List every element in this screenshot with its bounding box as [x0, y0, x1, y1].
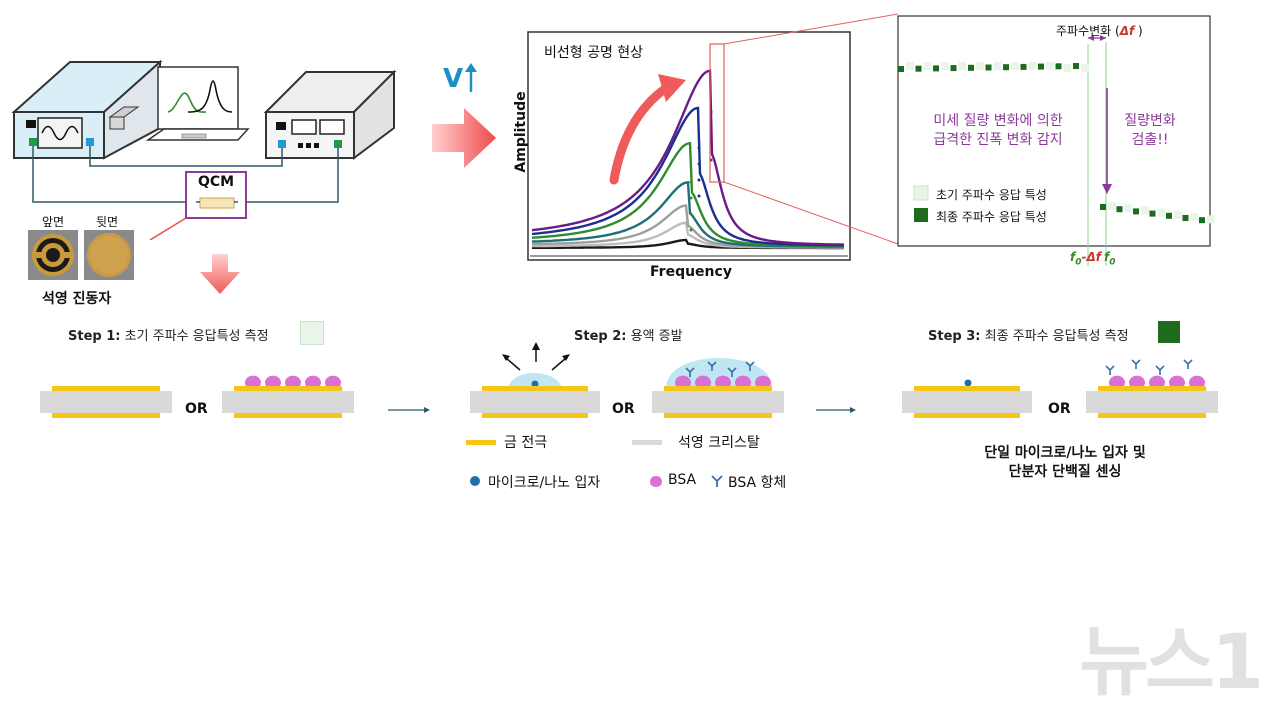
detect-text: 미세 질량 변화에 의한 급격한 진폭 변화 감지	[933, 113, 1063, 148]
final-point	[1055, 63, 1062, 70]
initial-point	[1011, 62, 1019, 70]
quartz-resonators	[28, 230, 134, 280]
legend-initial-label: 초기 주파수 응답 특성	[936, 188, 1047, 202]
gold-electrode-label: 금 전극	[504, 435, 548, 451]
particle-legend-label: 마이크로/나노 입자	[488, 475, 601, 491]
instrument-diagram	[11, 59, 397, 240]
initial-point	[1081, 64, 1089, 72]
zoom-connector	[723, 13, 899, 245]
right-arrow-icon	[432, 108, 496, 168]
initial-point	[1190, 213, 1199, 221]
chart-ylabel: Amplitude	[513, 91, 529, 173]
initial-point	[1028, 62, 1037, 70]
final-point	[950, 65, 957, 72]
final-point	[1100, 204, 1106, 210]
final-point	[1199, 217, 1205, 224]
bsa-legend-label: BSA	[668, 472, 697, 488]
or-label-3: OR	[1048, 401, 1071, 417]
initial-point	[923, 62, 932, 70]
voltage-label: V	[443, 64, 464, 94]
jump-dot	[697, 194, 701, 198]
final-point	[933, 65, 939, 72]
final-point	[1003, 64, 1009, 71]
final-point	[1182, 215, 1189, 221]
initial-point	[1046, 62, 1054, 70]
quartz-crystal-swatch	[632, 440, 662, 445]
jump-dot	[689, 212, 693, 216]
final-point	[1073, 63, 1079, 69]
initial-point	[958, 62, 967, 70]
chart-xlabel: Frequency	[650, 264, 732, 280]
resonance-curve-5	[531, 106, 844, 247]
step-1-title: Step 1: 초기 주파수 응답특성 측정	[68, 329, 269, 344]
front-label: 앞면	[42, 215, 65, 229]
initial-point	[1157, 208, 1166, 217]
or-label-2: OR	[612, 401, 635, 417]
final-point	[1133, 208, 1139, 215]
gold-electrode-swatch	[466, 440, 496, 445]
delta-f-label: 주파수변화 (Δf )	[1056, 24, 1143, 38]
qcm-label: QCM	[198, 174, 235, 190]
chart-title: 비선형 공명 현상	[544, 45, 644, 61]
initial-point	[1207, 215, 1215, 224]
jump-dot	[697, 146, 701, 150]
initial-point	[941, 62, 949, 70]
down-arrow-icon	[200, 254, 240, 294]
final-point	[985, 64, 992, 71]
jump-dot	[697, 162, 701, 166]
arrow-up-icon	[465, 63, 477, 92]
resonance-curve-6	[531, 69, 844, 246]
zoom-panel	[897, 15, 1215, 266]
resonance-chart	[527, 31, 851, 261]
axis-f0: f0	[1104, 250, 1116, 268]
bsa-legend-icon	[650, 476, 662, 487]
antibody-legend-label: BSA 항체	[728, 475, 787, 491]
jump-dot	[689, 228, 693, 232]
final-point	[1020, 63, 1027, 70]
final-point	[1038, 63, 1044, 70]
resonator-label: 석영 진동자	[42, 291, 112, 307]
final-point	[1116, 206, 1123, 213]
initial-point	[993, 62, 1002, 70]
step-3-swatch	[1158, 321, 1180, 343]
result-text: 단일 마이크로/나노 입자 및 단분자 단백질 센싱	[984, 445, 1146, 480]
initial-point	[906, 62, 914, 70]
initial-point	[1108, 202, 1116, 210]
step-illustrations	[40, 342, 1218, 418]
final-point	[1149, 210, 1156, 217]
legend-final-label: 최종 주파수 응답 특성	[936, 210, 1047, 224]
step-2-title: Step 2: 용액 증발	[574, 329, 683, 344]
axis-f0-minus-df: f0-Δf	[1070, 250, 1101, 268]
or-label-1: OR	[185, 401, 208, 417]
initial-point	[976, 62, 984, 70]
jump-dot	[697, 178, 701, 182]
watermark-logo: 뉴스1	[1079, 617, 1264, 706]
step-3-title: Step 3: 최종 주파수 응답특성 측정	[928, 329, 1129, 344]
initial-point	[1063, 64, 1072, 72]
mass-change-text: 질량변화 검출!!	[1124, 113, 1176, 148]
antibody-legend-icon	[711, 475, 723, 487]
jump-dot	[689, 196, 693, 200]
quartz-crystal-label: 석영 크리스탈	[678, 435, 760, 451]
initial-point	[1124, 204, 1133, 213]
final-point	[1166, 212, 1172, 219]
jump-dot	[689, 180, 693, 184]
final-point	[898, 66, 904, 72]
initial-point	[1141, 206, 1149, 215]
step-1-swatch	[300, 321, 324, 345]
bsa-drops-step1	[245, 375, 341, 386]
initial-point	[1174, 210, 1182, 219]
final-point	[968, 64, 974, 71]
back-label: 뒷면	[96, 215, 119, 229]
final-point	[915, 65, 922, 72]
particle-legend-icon	[470, 476, 480, 486]
